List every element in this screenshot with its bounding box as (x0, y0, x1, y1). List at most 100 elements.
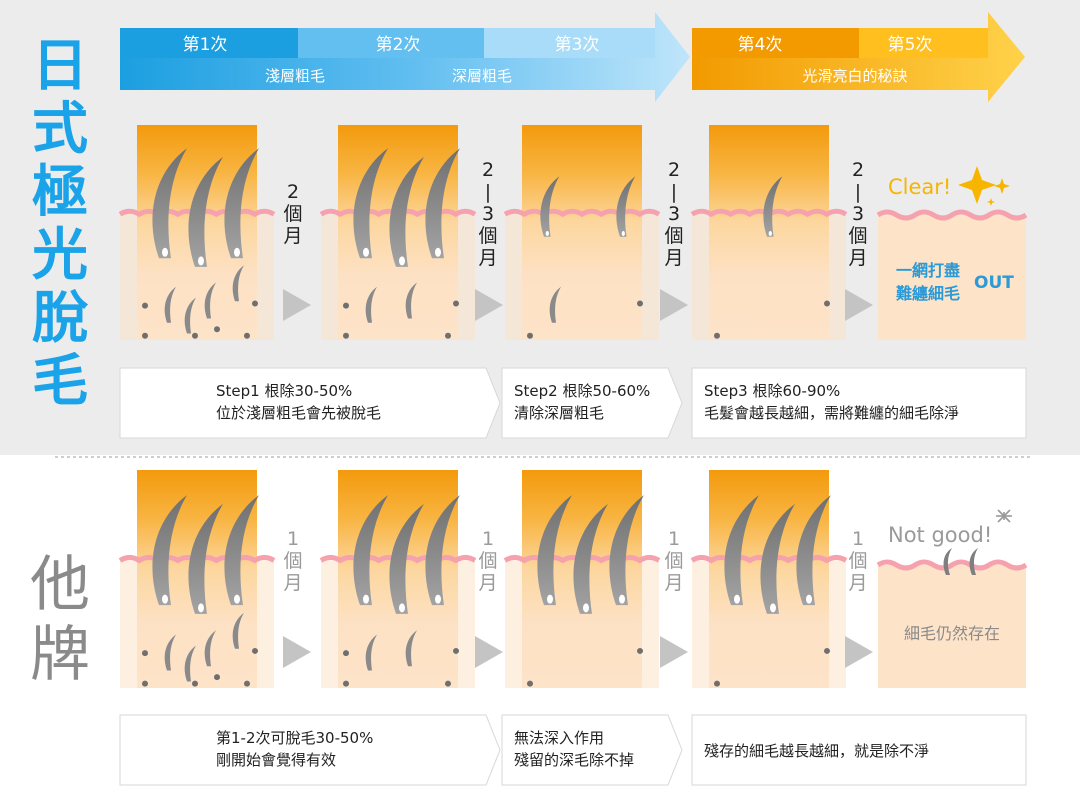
coarse-hair (152, 495, 187, 606)
follicle-dot (824, 300, 830, 307)
coarse-hair (609, 495, 644, 606)
interval-text: 1 (668, 528, 680, 550)
follicle-dot (252, 300, 258, 307)
interval-text: 月 (664, 572, 683, 594)
step-line-1: Step3 根除60-90% (704, 382, 840, 400)
coarse-hair (616, 176, 636, 237)
step-box-1: 第1-2次可脫毛30-50%剛開始會覺得有效 (119, 714, 501, 786)
interval-text: 個 (283, 203, 302, 225)
hair-group (389, 156, 424, 267)
follicle-dot (142, 302, 148, 309)
hair-root-highlight (806, 594, 812, 604)
hair-root-highlight (162, 594, 168, 604)
interval-text: | (485, 181, 491, 203)
session-5-label: 第5次 (888, 35, 933, 55)
interval-text: 3 (482, 203, 494, 225)
follicle-dot (343, 302, 349, 309)
follicle-dot (714, 332, 720, 339)
coarse-hair (425, 495, 460, 606)
interval-text: 個 (664, 550, 683, 572)
top-final-panel: Clear! 一網打盡 難纏細毛 OUT (876, 166, 1028, 340)
sublabel-deep-hair: 深層粗毛 (452, 67, 512, 85)
step-box-1: Step1 根除30-50%位於淺層粗毛會先被脫毛 (119, 367, 501, 439)
bottom-panel-3 (503, 470, 661, 688)
hair-root-highlight (435, 594, 441, 604)
step-arrows (283, 289, 873, 668)
step-line-1: 無法深入作用 (514, 729, 604, 747)
sublabel-smooth-secret: 光滑亮白的秘訣 (802, 67, 907, 85)
hair-root-highlight (621, 231, 625, 236)
next-step-arrow (283, 289, 311, 321)
short-hair (549, 286, 561, 323)
session-3-segment (484, 28, 655, 58)
hair-root-highlight (768, 231, 772, 236)
hair-group (616, 176, 636, 237)
clear-label: Clear! (888, 175, 951, 199)
hair-root-highlight (435, 247, 441, 257)
step-box-background (691, 714, 1027, 786)
coarse-hair (796, 495, 831, 606)
session-header: 第1次 第2次 第3次 第4次 第5次 淺層粗毛 深層粗毛 光滑亮白的秘訣 (120, 12, 1025, 102)
title-char: 毛 (32, 349, 88, 414)
hair-group (389, 503, 424, 614)
follicle-dot (142, 332, 148, 339)
hair-root-highlight (770, 603, 776, 613)
coarse-hair (540, 176, 560, 237)
top-final-skin (878, 215, 1026, 340)
final-slogan-line1: 一網打盡 (896, 261, 960, 280)
interval-label: 1個月 (478, 528, 497, 594)
follicle-dot (637, 647, 643, 654)
interval-text: 2 (852, 159, 864, 181)
fine-hair-2 (969, 548, 978, 575)
short-hair (164, 634, 176, 671)
interval-text: 個 (283, 550, 302, 572)
hair-group (224, 495, 259, 606)
hair-group (537, 495, 572, 606)
follicle-dot (343, 650, 349, 657)
follicle-dot (445, 332, 451, 339)
short-hair (365, 634, 377, 671)
interval-text: 月 (848, 572, 867, 594)
bottom-panel-4 (690, 470, 848, 688)
title-char: 式 (32, 97, 88, 162)
hair-group (188, 156, 223, 267)
out-label: OUT (974, 273, 1014, 293)
next-step-arrow (660, 636, 688, 668)
interval-text: 月 (664, 247, 683, 269)
follicle-dot (142, 680, 148, 687)
session-1-segment (120, 28, 298, 58)
short-hair (184, 297, 196, 334)
coarse-hair (537, 495, 572, 606)
session-3-label: 第3次 (555, 35, 600, 55)
not-good-label: Not good! (888, 523, 992, 547)
follicle-dot (824, 647, 830, 654)
follicle-dot (527, 332, 533, 339)
interval-text: 1 (287, 528, 299, 550)
title-char: 他 (30, 550, 90, 620)
top-panel-1 (118, 125, 276, 340)
sparkle-icon (958, 166, 996, 204)
next-step-arrow (660, 289, 688, 321)
hair-group (796, 495, 831, 606)
interval-text: 月 (478, 247, 497, 269)
next-step-arrow (475, 636, 503, 668)
coarse-hair (389, 156, 424, 267)
interval-label: 1個月 (664, 528, 683, 594)
bottom-panel-1 (118, 470, 276, 688)
follicle-dot (453, 647, 459, 654)
follicle-dot (214, 326, 220, 333)
follicle-dot (343, 680, 349, 687)
follicle-dot (714, 680, 720, 687)
fine-hair-1 (943, 548, 952, 575)
top-panel-2 (319, 125, 477, 340)
next-step-arrow (475, 289, 503, 321)
hair-root-highlight (399, 256, 405, 266)
follicle-dot (527, 680, 533, 687)
short-hair (204, 282, 216, 319)
step-box-background (119, 367, 501, 439)
hair-group (425, 148, 460, 259)
